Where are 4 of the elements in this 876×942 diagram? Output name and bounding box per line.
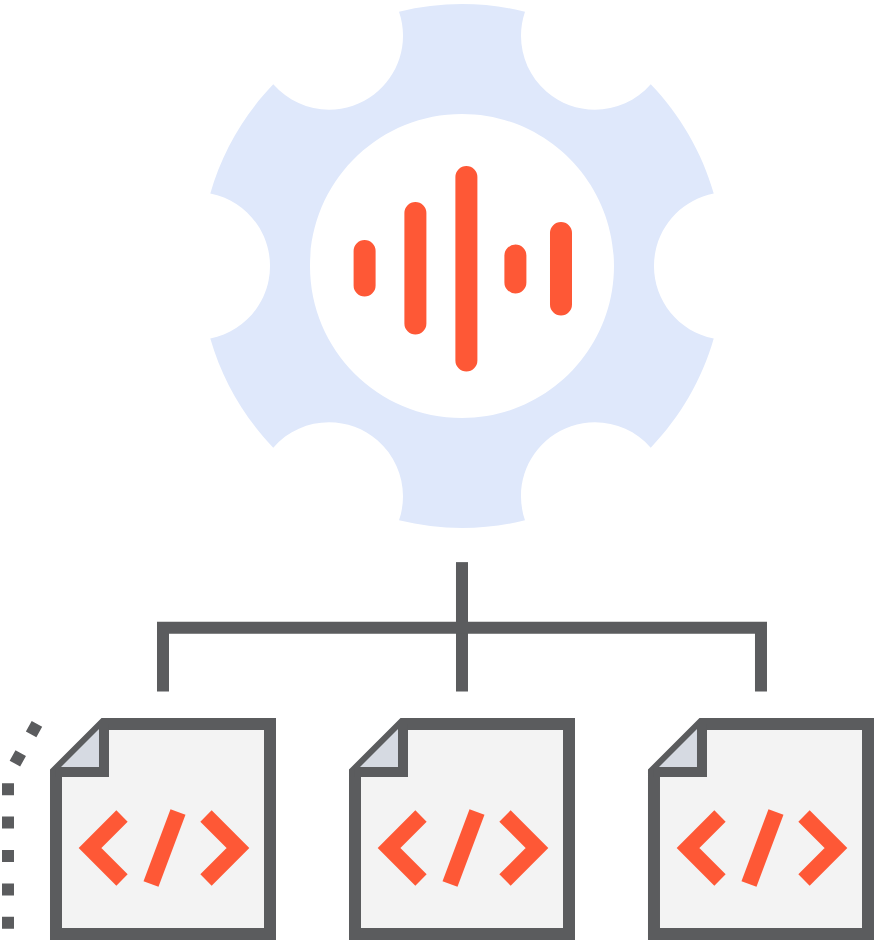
code-file-icon [349,718,575,940]
code-file-icon [648,718,874,940]
connector-line [456,562,767,692]
code-file-icon [50,718,276,940]
